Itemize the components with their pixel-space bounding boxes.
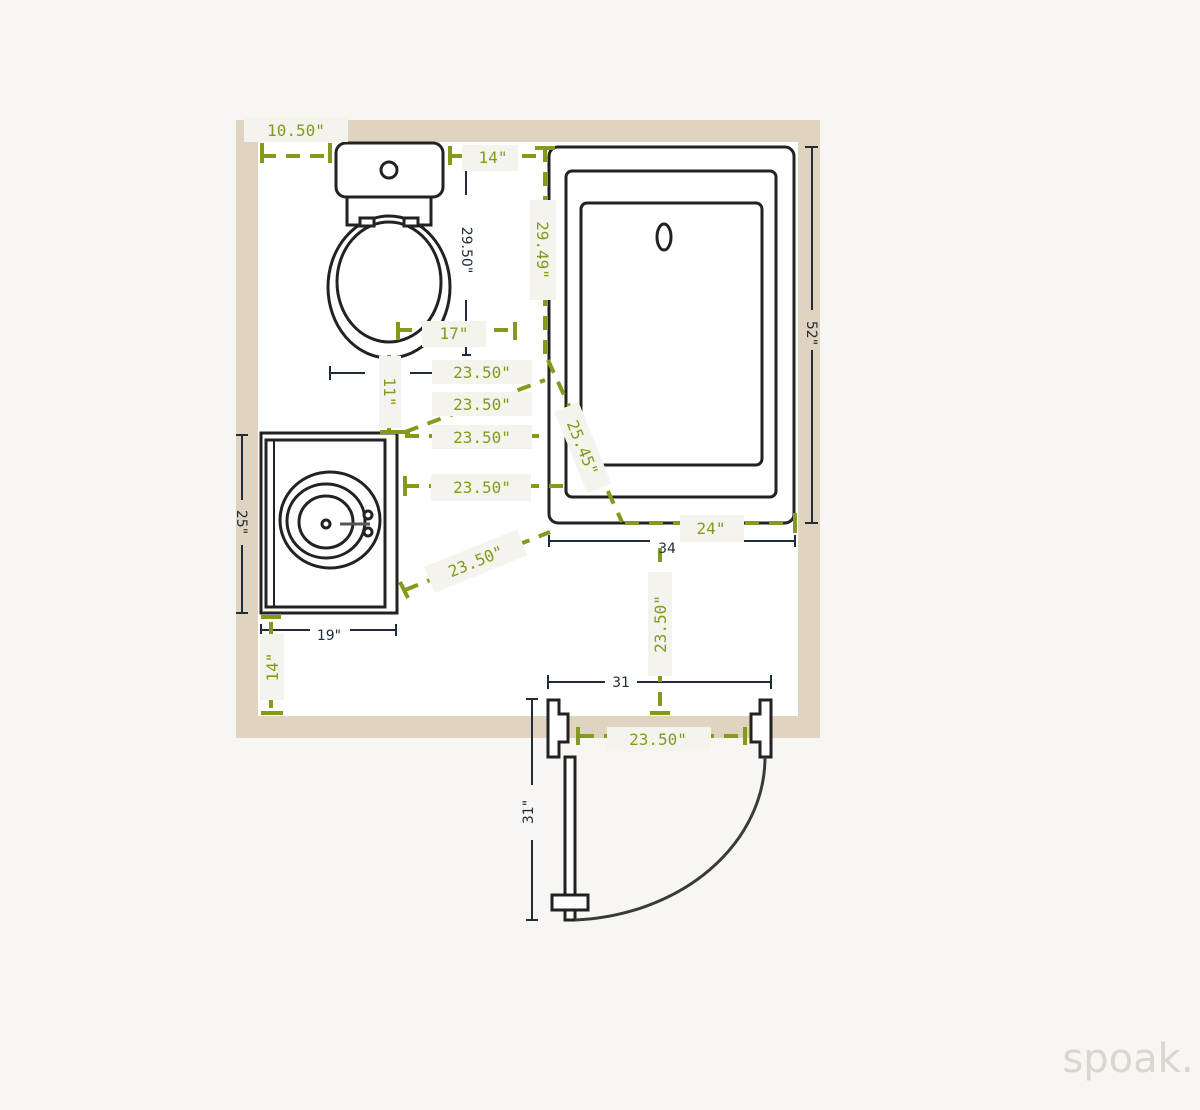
label-text: 23.50" <box>453 428 511 447</box>
dimension-vanity-width: 19" <box>317 628 341 644</box>
dimension-door-width: 31 <box>612 675 630 691</box>
dimension-vanity-depth: 25" <box>233 510 249 534</box>
clearance-label-diag-b: 23.50" <box>432 360 532 384</box>
clearance-label-vanity-front: 23.50" <box>431 474 531 501</box>
dimension-door-leaf: 31" <box>521 800 537 824</box>
label-text: 24" <box>697 519 726 538</box>
label-text: 29.49" <box>533 221 552 279</box>
clearance-label-toilet-left: 10.50" <box>244 118 348 142</box>
toilet-icon[interactable] <box>326 141 452 360</box>
label-text: 23.50" <box>651 595 670 653</box>
clearance-label-vanity-diag: 23.50" <box>424 529 528 593</box>
label-text: 14" <box>479 148 508 167</box>
dimension-tub-width: 34 <box>658 541 676 557</box>
label-text: 23.50" <box>629 730 687 749</box>
label-text: 14" <box>263 653 282 682</box>
clearance-label-tub-side: 29.49" <box>530 200 556 300</box>
clearance-label-toilet-front: 17" <box>422 321 486 347</box>
label-text: 17" <box>440 324 469 343</box>
clearance-label-toilet-vanity: 11" <box>379 356 401 428</box>
label-text: 23.50" <box>453 395 511 414</box>
clearance-label-tub-front: 24" <box>680 515 744 542</box>
clearance-label-toilet-right: 14" <box>462 145 518 171</box>
label-text: 10.50" <box>267 121 325 140</box>
clearance-label-vanity-wall: 14" <box>260 634 284 700</box>
bathtub-icon[interactable] <box>547 145 796 525</box>
clearance-label-diag-a: 23.50" <box>432 392 532 416</box>
vanity-sink-icon[interactable] <box>259 431 399 615</box>
clearance-label-door: 23.50" <box>607 727 711 751</box>
clearance-label-tub-door: 23.50" <box>648 572 672 676</box>
dimension-toilet-depth: 29.50" <box>458 227 474 274</box>
spoak-logo: spoak. <box>1062 1036 1193 1082</box>
label-text: 23.50" <box>453 363 511 382</box>
label-text: 11" <box>380 378 399 407</box>
clearance-label-diag-c: 23.50" <box>432 425 532 449</box>
door-swing-icon[interactable] <box>546 698 773 922</box>
label-text: 23.50" <box>453 478 511 497</box>
dimension-tub-length: 52" <box>803 321 819 345</box>
